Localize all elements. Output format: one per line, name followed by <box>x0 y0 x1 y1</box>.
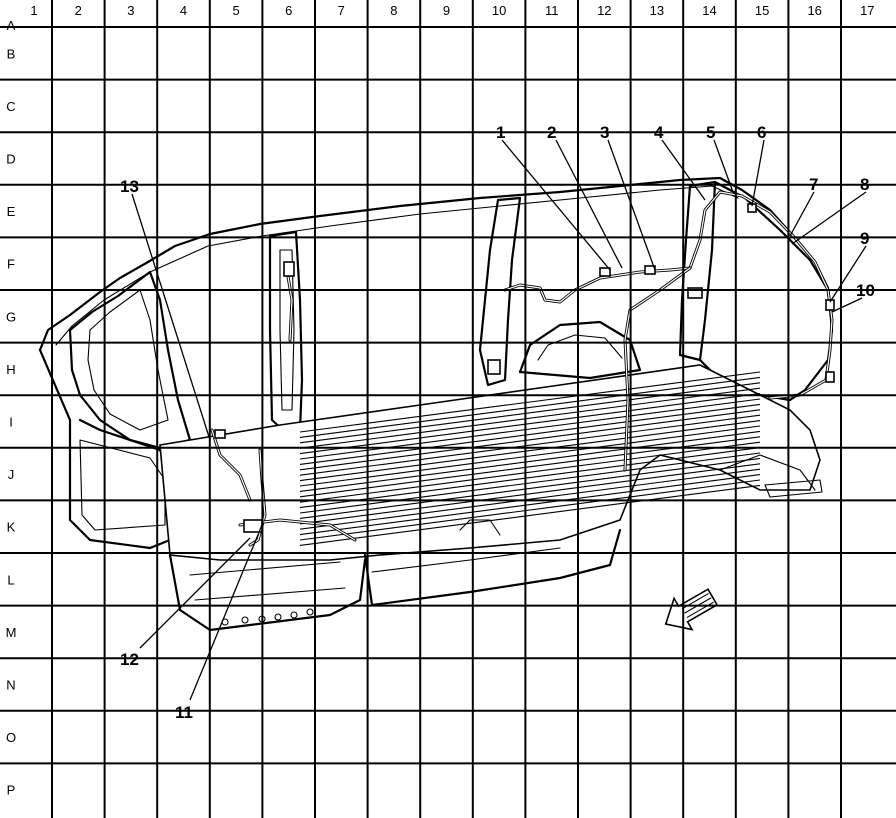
front-lower-body <box>38 348 177 550</box>
grid-column-label: 3 <box>127 3 134 18</box>
grid-row-label: O <box>6 730 16 745</box>
grid-row-label: M <box>6 625 17 640</box>
grid-column-label: 2 <box>75 3 82 18</box>
grid-row-label: N <box>6 678 15 693</box>
grid-column-label: 14 <box>702 3 716 18</box>
vehicle-body-illustration <box>38 176 835 632</box>
grid-column-label: 5 <box>232 3 239 18</box>
rear-wheelhouse <box>518 320 642 380</box>
grid-column-label: 15 <box>755 3 769 18</box>
grid-row-label: I <box>9 415 13 430</box>
front-direction-arrow-icon <box>664 588 719 631</box>
grid-column-label: 12 <box>597 3 611 18</box>
grid-column-label: 9 <box>443 3 450 18</box>
harness-connectors <box>214 203 835 533</box>
grid-column-label: 6 <box>285 3 292 18</box>
rocker-panel <box>168 553 367 632</box>
grid-row-label: L <box>7 572 14 587</box>
callout-8: 8 <box>860 175 869 194</box>
callout-4: 4 <box>654 123 664 142</box>
callout-1: 1 <box>496 123 505 142</box>
grid-column-label: 11 <box>545 3 559 18</box>
grid-row-label: H <box>6 362 15 377</box>
callout-2: 2 <box>547 123 556 142</box>
callout-7: 7 <box>809 175 818 194</box>
callout-13: 13 <box>120 177 139 196</box>
grid-column-label: 1 <box>30 3 37 18</box>
grid-row-label: K <box>7 520 16 535</box>
callout-9: 9 <box>860 229 869 248</box>
grid-row-label: J <box>8 467 15 482</box>
callout-10: 10 <box>856 281 875 300</box>
callout-11: 11 <box>175 703 193 722</box>
grid-column-label: 4 <box>180 3 187 18</box>
grid-row-label: C <box>6 99 15 114</box>
grid-column-label: 17 <box>860 3 874 18</box>
grid-column-label: 10 <box>492 3 506 18</box>
grid-column-label: 8 <box>390 3 397 18</box>
callout-12: 12 <box>120 650 139 669</box>
grid-column-label: 7 <box>338 3 345 18</box>
callout-3: 3 <box>600 123 609 142</box>
front-door-frame <box>68 270 192 450</box>
grid-row-label: B <box>7 46 16 61</box>
c-pillar <box>478 196 522 387</box>
grid-row-label: A <box>7 18 16 33</box>
callout-5: 5 <box>706 123 715 142</box>
grid-row-label: D <box>6 152 15 167</box>
center-sill <box>363 528 622 607</box>
grid-row-label: E <box>7 204 16 219</box>
grid-row-labels: AB C D E F G H I J K L M N O P <box>6 18 17 798</box>
callout-6: 6 <box>757 123 766 142</box>
body-wiring-harness <box>210 190 834 547</box>
grid-row-label: F <box>7 257 15 272</box>
grid-column-label: 16 <box>807 3 821 18</box>
callout-leaders <box>131 139 867 701</box>
grid-column-label: 13 <box>650 3 664 18</box>
callout-labels: 1 2 3 4 5 6 7 8 9 10 11 12 13 <box>120 123 875 722</box>
grid-row-label: G <box>6 309 16 324</box>
grid-row-label: P <box>7 783 16 798</box>
